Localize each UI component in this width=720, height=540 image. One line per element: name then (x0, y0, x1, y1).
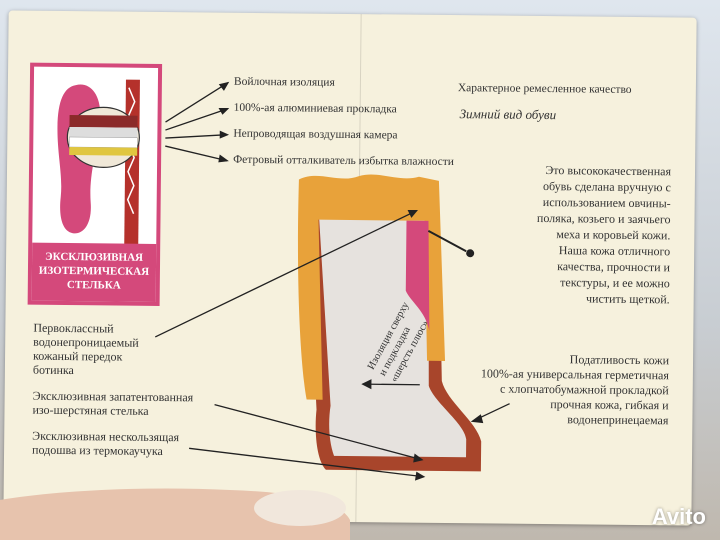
quality-heading: Характерное ремесленное качество (457, 82, 632, 96)
layer-arrows (165, 81, 230, 163)
layer-label: Войлочная изоляция (233, 75, 335, 89)
banner-line: ИЗОТЕРМИЧЕСКАЯ (38, 264, 150, 278)
hand (0, 488, 350, 540)
layer-label: 100%-ая алюминиевая прокладка (233, 101, 397, 116)
insole-banner: ЭКСКЛЮЗИВНАЯ ИЗОТЕРМИЧЕСКАЯ СТЕЛЬКА (31, 242, 157, 302)
banner-line: СТЕЛЬКА (66, 279, 121, 292)
banner-line: ЭКСКЛЮЗИВНАЯ (45, 250, 144, 264)
boot-illustration: Изоляция сверху и подкладка «шерсть плюс… (297, 174, 482, 472)
insole-illustration (57, 79, 140, 245)
layer-label: Фетровый отталкиватель избытка влажности (233, 153, 455, 169)
insole-box: ЭКСКЛЮЗИВНАЯ ИЗОТЕРМИЧЕСКАЯ СТЕЛЬКА (27, 62, 163, 307)
winter-heading: Зимний вид обуви (459, 106, 557, 123)
avito-watermark: Avito (651, 504, 706, 529)
layer-label: Непроводящая воздушная камера (233, 127, 398, 142)
leaflet-card: ЭКСКЛЮЗИВНАЯ ИЗОТЕРМИЧЕСКАЯ СТЕЛЬКА Войл… (3, 10, 697, 526)
